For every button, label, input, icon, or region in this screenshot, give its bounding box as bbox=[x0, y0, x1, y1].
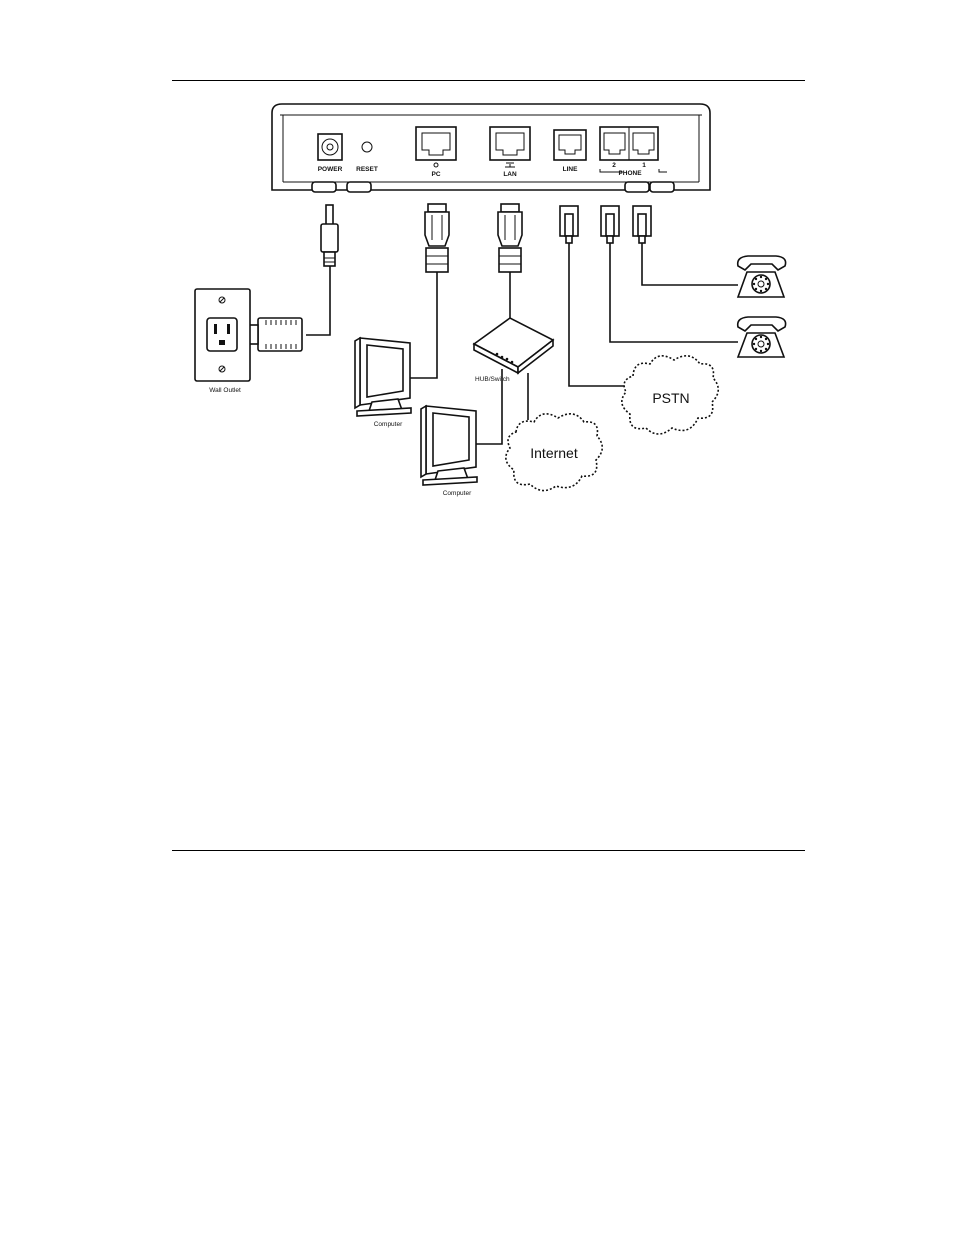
telephone-icon-1 bbox=[738, 256, 786, 297]
phone2-cable bbox=[610, 243, 738, 342]
hub-switch-icon bbox=[474, 318, 553, 373]
computer-2-label: Computer bbox=[443, 490, 472, 497]
ac-adapter-icon bbox=[248, 318, 302, 351]
computer-monitor-icon-2 bbox=[421, 406, 477, 485]
pstn-label: PSTN bbox=[652, 390, 689, 406]
computer-monitor-icon-1 bbox=[355, 338, 411, 416]
lan-port bbox=[490, 127, 530, 160]
power-port-label: POWER bbox=[318, 166, 343, 173]
pc-rj45-plug-icon bbox=[425, 204, 449, 272]
wall-outlet-label: Wall Outlet bbox=[209, 387, 241, 394]
phone2-rj11-plug-icon bbox=[601, 206, 619, 243]
pc-port bbox=[416, 127, 456, 160]
router-back-panel: POWER RESET PC LAN LINE 2 bbox=[272, 104, 710, 192]
hub-switch-label: HUB/Switch bbox=[475, 376, 510, 383]
internet-label: Internet bbox=[530, 445, 578, 461]
line-port bbox=[554, 130, 586, 160]
phone-ports bbox=[600, 127, 658, 160]
line-rj11-plug-icon bbox=[560, 206, 578, 243]
phone-ports-label: PHONE bbox=[618, 170, 642, 177]
reset-label: RESET bbox=[356, 166, 378, 173]
telephone-icon-2 bbox=[738, 317, 786, 357]
line-port-label: LINE bbox=[563, 166, 578, 173]
phone1-cable bbox=[642, 243, 738, 285]
wall-outlet-icon bbox=[195, 289, 250, 381]
power-plug-icon bbox=[321, 205, 338, 266]
pc-cable bbox=[410, 272, 437, 378]
phone-port-2-label: 2 bbox=[612, 162, 616, 169]
computer-1-label: Computer bbox=[374, 421, 403, 428]
power-cable bbox=[306, 266, 330, 335]
pstn-cable bbox=[569, 243, 627, 386]
lan-port-label: LAN bbox=[503, 171, 517, 178]
lan-rj45-plug-icon bbox=[498, 204, 522, 272]
phone-port-1-label: 1 bbox=[642, 162, 646, 169]
phone1-rj11-plug-icon bbox=[633, 206, 651, 243]
pc-port-label: PC bbox=[431, 171, 440, 178]
power-port bbox=[318, 134, 342, 160]
